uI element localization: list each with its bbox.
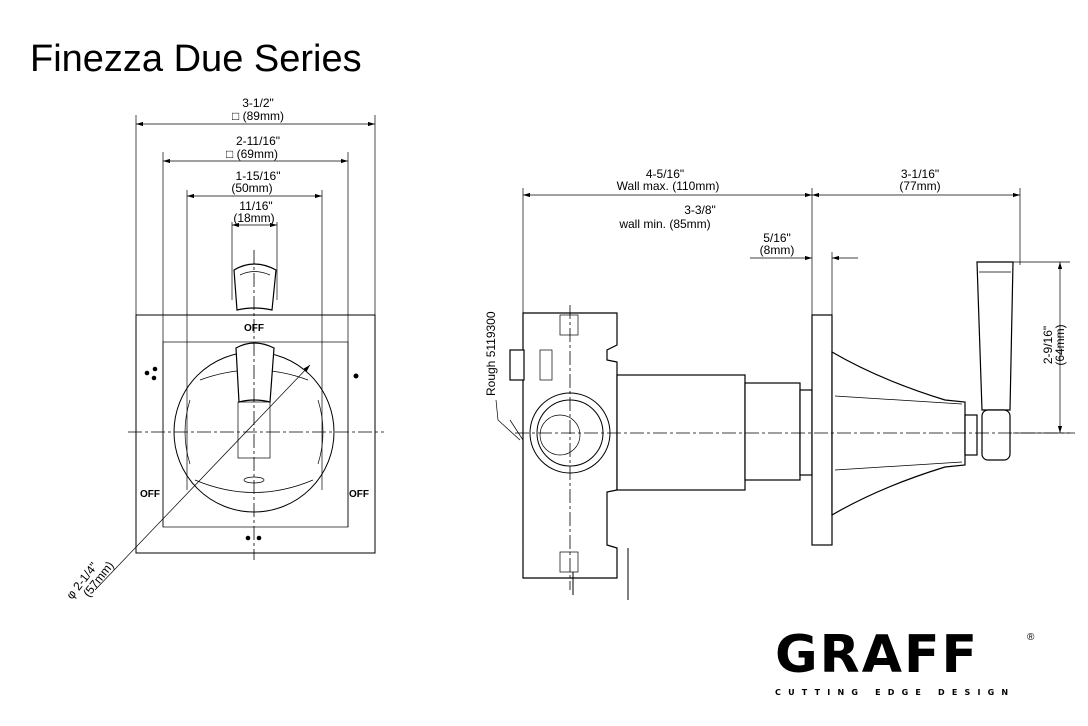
dim-3-1-2-imperial: 3-1/2"	[242, 96, 274, 110]
nut	[509, 349, 525, 381]
front-view: 3-1/2" □ (89mm) 2-11/16" □ (69mm) 1-15/1…	[63, 96, 384, 602]
dim-1-15-16-metric: (50mm)	[231, 181, 272, 195]
wall-plate	[811, 314, 833, 546]
off-label-top: OFF	[244, 323, 264, 334]
dim-2-11-16-metric: □ (69mm)	[226, 147, 278, 161]
plate-imperial: 5/16"	[763, 231, 791, 245]
logo-wordmark: GRAFF	[775, 625, 980, 685]
plate-metric: (8mm)	[760, 243, 795, 257]
page-title: Finezza Due Series	[30, 38, 362, 80]
wall-max-imperial: 4-5/16"	[646, 167, 684, 181]
handle-center	[235, 342, 275, 403]
inner-plate	[162, 341, 349, 528]
dim-11-16-imperial: 11/16"	[239, 199, 272, 213]
logo-tagline: CUTTING EDGE DESIGN	[775, 688, 1016, 697]
escutcheon-cone	[831, 350, 966, 517]
off-label-left: OFF	[140, 489, 160, 500]
side-view: 4-5/16" Wall max. (110mm) 3-3/8" wall mi…	[484, 167, 1075, 600]
dim-2-11-16-imperial: 2-11/16"	[236, 134, 280, 148]
handle-height-imperial: 2-9/16"	[1041, 326, 1055, 364]
dim-11-16-metric: (18mm)	[233, 211, 274, 225]
valve-cartridge	[616, 374, 746, 491]
dim-3-1-2-metric: □ (89mm)	[232, 109, 284, 123]
registered-mark: ®	[1027, 632, 1035, 643]
handle-top-view	[233, 263, 277, 311]
projection-imperial: 3-1/16"	[901, 167, 939, 181]
handle-lever	[976, 261, 1014, 411]
outer-plate	[135, 314, 376, 554]
projection-metric: (77mm)	[899, 179, 940, 193]
dim-1-15-16-imperial: 1-15/16"	[236, 169, 281, 183]
wall-max-metric: Wall max. (110mm)	[617, 179, 720, 193]
off-label-right: OFF	[349, 489, 369, 500]
rough-label: Rough 5119300	[484, 311, 498, 396]
position-dots	[144, 366, 359, 541]
handle-height-metric: (64mm)	[1053, 324, 1067, 365]
wall-min-imperial: 3-3/8"	[684, 203, 716, 217]
graff-logo: GRAFF ® CUTTING EDGE DESIGN	[775, 628, 1035, 697]
wall-min-metric: wall min. (85mm)	[618, 217, 710, 231]
